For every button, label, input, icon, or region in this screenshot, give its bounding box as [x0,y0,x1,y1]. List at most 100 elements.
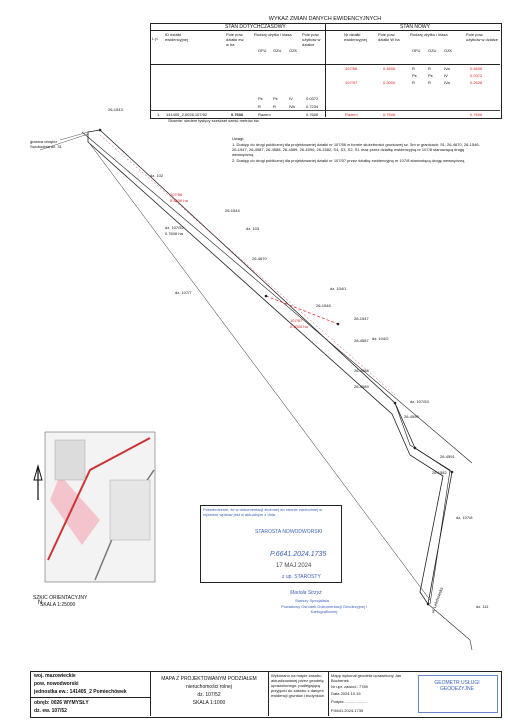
new-total-area: 0.7606 [383,112,396,117]
info-date: Data 2024.10.15 [331,691,361,696]
new-ofu-3: R [412,80,415,85]
label-d1042: dz. 104/2 [372,336,389,341]
old-ofu-1: Ps [258,96,263,101]
footer-frame [30,671,502,718]
new-ozu-2: Ps [428,73,433,78]
division-line [265,295,339,325]
road-107-8 [394,402,451,605]
old-ofu-2: R [258,104,261,109]
col-use: Rodzaj użytku i klasa [254,32,292,37]
info-ref: P.6641.2024.1735 [331,708,364,713]
point-label: 26-4590 [404,414,419,419]
col-use-area: Pole pow. użytków w działce [302,32,321,47]
row-lp: 1. [157,112,161,117]
map-title: MAPA Z PROJEKTOWANYM PODZIAŁEM [161,676,257,682]
col-ofu: OFU [258,48,267,53]
plot-107-52-outline [87,129,453,606]
col-new-ozk: OZK [444,48,453,53]
register-total-line [150,110,500,111]
new-ozk-3: IVa [444,80,450,85]
road-111 [427,603,473,651]
north-letter: N [38,600,43,606]
point-marker [450,470,454,474]
label-plot-107-57: 107/57 [290,318,303,323]
new-area-3: 0.3000 [383,80,396,85]
boundary-line-upper [81,131,473,464]
new-ozu-3: R [428,80,431,85]
old-use-area-1: 0.0372 [306,96,319,101]
point-marker [98,128,102,132]
notes-heading: Uwagi: [232,136,245,141]
new-nr-3: 107/57 [345,80,358,85]
col-new-area: Pole pow. działki W ha [378,32,400,42]
point-label: 26-1544 [225,208,240,213]
point-marker [393,401,397,405]
label-plot-107-56-area: 0.4606 ha [170,198,188,203]
footer-divider-h [30,697,150,698]
boundary-leader [39,133,89,151]
label-plot-107-52: dz. 107/52 [165,225,184,230]
approval-stamp-frame [200,505,342,583]
boundary-line-lower [89,143,431,601]
approval-number: P.6641.2024.1735 [270,551,327,558]
point-marker [264,294,268,298]
label-plot-107-52-area: 0.7606 ha [165,231,183,236]
new-ozk-1: IVa [444,66,450,71]
old-use-area-2: 0.7234 [306,104,319,109]
footer-divider [150,671,151,716]
approval-dept: Powiatowy Ośrodek Dokumentacji Geodezyjn… [280,604,368,614]
point-label: 26-4588 [354,368,369,373]
map-subtitle: nieruchomości rolnej [186,684,232,690]
footer-obreb: obręb: 0026 WYMYSŁY [34,700,89,706]
new-nr-1: 107/56 [345,66,358,71]
info-author: Mapę wykonał geodeta uprawniony Jan Boch… [331,673,402,683]
sketch-area-pink [50,475,100,545]
footer-divider [328,671,329,716]
state-before-label: STAN DOTYCHCZASOWY [225,24,286,30]
new-total-use-area: 0.7606 [470,112,483,117]
col-lp: L.p. [152,36,159,41]
old-ozu-1: Ps [273,96,278,101]
label-d102: dz. 102 [150,173,164,178]
register-table-frame [150,23,502,119]
label-d103: dz. 103 [246,226,260,231]
old-total-area: 0.7606 [306,112,319,117]
old-ozu-2: R [273,104,276,109]
register-footnote: Słownie: siedem tysięcy sześćset sześć m… [168,118,260,123]
label-plot-107-56: 107/56 [170,192,183,197]
col-area: Pole pow. działki ew. w ha [226,32,245,47]
footer-divider [268,671,269,716]
sketch-title: SZKIC ORIENTACYJNY [33,595,88,601]
col-new-ozu: OZU [428,48,437,53]
col-new-nr: Nr działki ewidencyjnej [344,32,367,42]
col-ozu: OZU [273,48,282,53]
point-label: 26-4589 [354,384,369,389]
col-new-ofu: OFU [412,48,421,53]
register-title: WYKAZ ZMIAN DANYCH EWIDENCYJNYCH [268,16,382,22]
map-scale: SKALA 1:1000 [192,700,226,706]
new-area-1: 0.4606 [383,66,396,71]
approval-name: Mariola Strzyż [290,590,322,596]
point-label: 26-4670 [252,256,267,261]
new-use-area-2: 0.0372 [470,73,483,78]
point-label: 26-1582 [432,470,447,475]
sketch-scale: SKALA 1:25000 [40,602,76,608]
footer-woj: woj. mazowieckie [34,673,76,679]
point-label: 26-4591 [440,454,455,459]
label-plot-107-57-area: 0.3000 ha [290,324,308,329]
register-row-line [150,64,500,65]
company-name: GEOMETR USŁUGI GEODEZYJNE [434,680,480,692]
point-marker [413,446,417,450]
label-d10753: dz. 107/53 [410,399,429,404]
note-2: 2. Dostęp do drogi publicznej dla projek… [232,158,465,163]
info-sign: Podpis:..................... [331,699,368,704]
easement-line [99,134,396,396]
old-total-label: Razem [258,112,271,117]
new-ofu-1: R [412,66,415,71]
label-d1077: dz. 107/7 [175,290,192,295]
approval-date: 17 MAJ 2024 [276,563,312,569]
company-stamp [418,675,498,713]
point-label: 26-1543 [108,107,123,112]
sketch-field [54,439,86,481]
